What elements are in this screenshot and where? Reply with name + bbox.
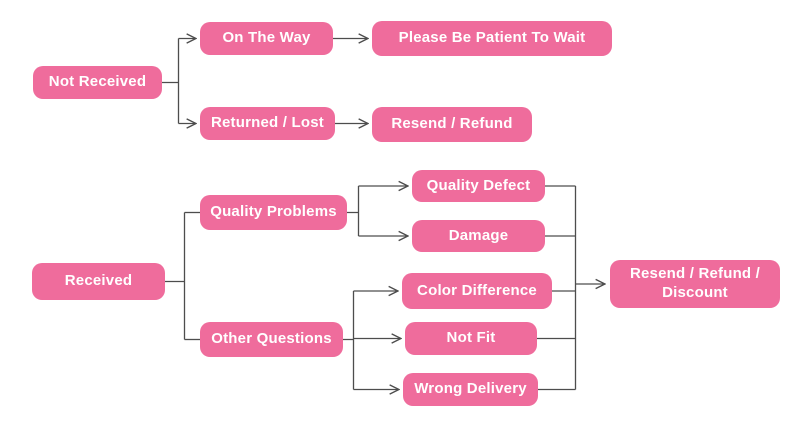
node-damage: Damage — [412, 220, 545, 252]
node-label: Received — [64, 272, 133, 290]
edge-collector-trunk — [537, 185, 577, 391]
node-wrong-delivery: Wrong Delivery — [403, 373, 538, 406]
edge-qualityproblems-trunk — [347, 186, 360, 236]
node-label: Damage — [448, 226, 509, 244]
node-label: On The Way — [222, 29, 311, 47]
node-quality-problems: Quality Problems — [200, 195, 347, 230]
node-color-difference: Color Difference — [402, 273, 552, 309]
node-label-line2: Discount — [662, 284, 728, 301]
node-label: Resend / Refund — [391, 115, 513, 133]
node-label: Returned / Lost — [210, 114, 324, 132]
edge-received-trunk — [165, 212, 186, 340]
node-not-fit: Not Fit — [405, 322, 537, 355]
node-on-the-way: On The Way — [200, 22, 333, 55]
node-label: Quality Problems — [210, 203, 337, 221]
node-resend-refund: Resend / Refund — [372, 107, 532, 142]
edge-notreceived-trunk — [162, 38, 180, 124]
node-label: Please Be Patient To Wait — [398, 29, 586, 47]
node-label-line1: Resend / Refund / — [629, 265, 761, 283]
node-received: Received — [32, 263, 165, 300]
node-label: Quality Defect — [426, 176, 531, 194]
node-label: Other Questions — [211, 330, 332, 348]
node-label: Not Received — [48, 73, 147, 91]
node-label: Not Fit — [446, 329, 496, 347]
node-not-received: Not Received — [33, 66, 162, 99]
node-label: Wrong Delivery — [414, 380, 527, 398]
node-please-be-patient-to-wait: Please Be Patient To Wait — [372, 21, 612, 56]
node-quality-defect: Quality Defect — [412, 170, 545, 202]
edge-otherquestions-trunk — [343, 291, 355, 390]
node-resend-refund-discount: Resend / Refund / Discount — [610, 260, 780, 308]
node-other-questions: Other Questions — [200, 322, 343, 357]
node-returned-lost: Returned / Lost — [200, 107, 335, 140]
node-label: Color Difference — [417, 281, 537, 299]
